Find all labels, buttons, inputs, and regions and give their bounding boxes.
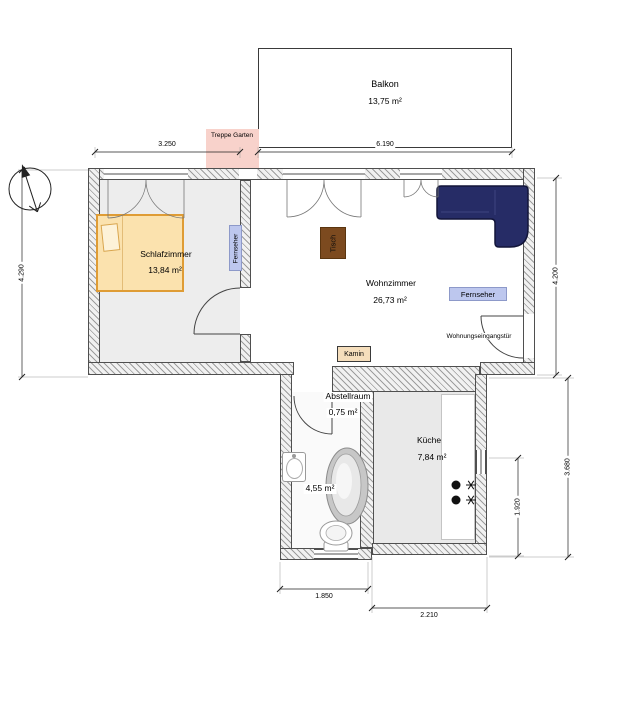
toilet-bowl-inner xyxy=(325,525,347,541)
sofa-shape xyxy=(436,185,529,248)
wall-schlafzimmer-lower xyxy=(240,334,251,362)
abstellraum-name: Abstellraum xyxy=(323,391,373,402)
dim-kueche-hoehe: 1.920 xyxy=(514,496,522,518)
compass-circle xyxy=(8,167,52,211)
balkon-outline xyxy=(258,48,512,148)
kueche-area: 7,84 m² xyxy=(417,452,447,462)
door-gap-eingang xyxy=(524,314,534,358)
bed-pillow xyxy=(100,223,121,252)
tisch-label: Tisch xyxy=(328,234,338,252)
schlafzimmer-name: Schlafzimmer xyxy=(140,249,192,259)
schlafzimmer-area: 13,84 m² xyxy=(148,265,182,275)
bad-area: 4,55 m² xyxy=(303,483,337,494)
fernseher-wohnzimmer-box: Fernseher xyxy=(449,287,507,301)
north-arrow-icon xyxy=(21,164,42,213)
bed-fold-line xyxy=(122,216,123,290)
kamin-label: Kamin xyxy=(344,350,364,358)
door-gap-treppe xyxy=(239,169,257,179)
north-arrow-fletch-right xyxy=(36,202,42,212)
balkon-name: Balkon xyxy=(371,79,399,89)
fernseher-schlafzimmer-box: Fernseher xyxy=(229,225,242,271)
wall-kueche-bottom xyxy=(372,543,487,555)
dim-rechts-unten-hoehe: 3.680 xyxy=(564,456,572,478)
wall-bottom-left xyxy=(88,362,294,375)
window-schlafzimmer xyxy=(104,168,188,180)
north-arrow-fletch-left xyxy=(28,205,38,213)
kueche-name: Küche xyxy=(416,435,442,445)
abstellraum-area: 0,75 m² xyxy=(326,407,360,418)
burner-1 xyxy=(451,480,461,490)
sofa xyxy=(436,185,529,248)
wohnungseingangstuer-label: Wohnungseingangstür xyxy=(444,333,514,341)
sink xyxy=(282,452,306,482)
dim-balkon-breite: 6.190 xyxy=(375,141,395,148)
dim-links-hoehe: 4.290 xyxy=(18,262,26,284)
north-arrow-head xyxy=(21,164,31,179)
burner-3 xyxy=(466,480,476,490)
fernseher-wohnzimmer-label: Fernseher xyxy=(460,289,496,299)
tisch-box: Tisch xyxy=(320,227,346,259)
dim-kueche-breite: 2.210 xyxy=(419,612,439,619)
kueche-counter xyxy=(441,394,475,540)
abstellraum-band xyxy=(332,366,480,392)
toilet xyxy=(319,520,353,552)
dim-rechts-oben-hoehe: 4.200 xyxy=(552,265,560,287)
balkon-area: 13,75 m² xyxy=(368,96,402,106)
sink-basin xyxy=(286,458,303,479)
north-arrow-shaft xyxy=(24,172,38,212)
sink-faucet xyxy=(292,454,296,458)
wohnzimmer-name: Wohnzimmer xyxy=(366,278,416,288)
stove-burners xyxy=(451,480,476,505)
window-wohnzimmer-1 xyxy=(283,168,365,180)
wall-bottom-right xyxy=(480,362,535,375)
burner-4 xyxy=(466,495,476,505)
dim-schlafzimmer-breite: 3.250 xyxy=(157,141,177,148)
burner-2 xyxy=(451,495,461,505)
treppe-garten-label: Treppe Garten xyxy=(210,132,254,139)
window-wohnzimmer-2 xyxy=(400,168,442,180)
dim-bad-breite: 1.850 xyxy=(314,593,334,600)
fernseher-schlafzimmer-label: Fernseher xyxy=(232,233,239,263)
wohnzimmer-area: 26,73 m² xyxy=(373,295,407,305)
window-kueche xyxy=(476,450,486,474)
bathtub-highlight xyxy=(336,463,352,499)
kamin-box: Kamin xyxy=(337,346,371,362)
